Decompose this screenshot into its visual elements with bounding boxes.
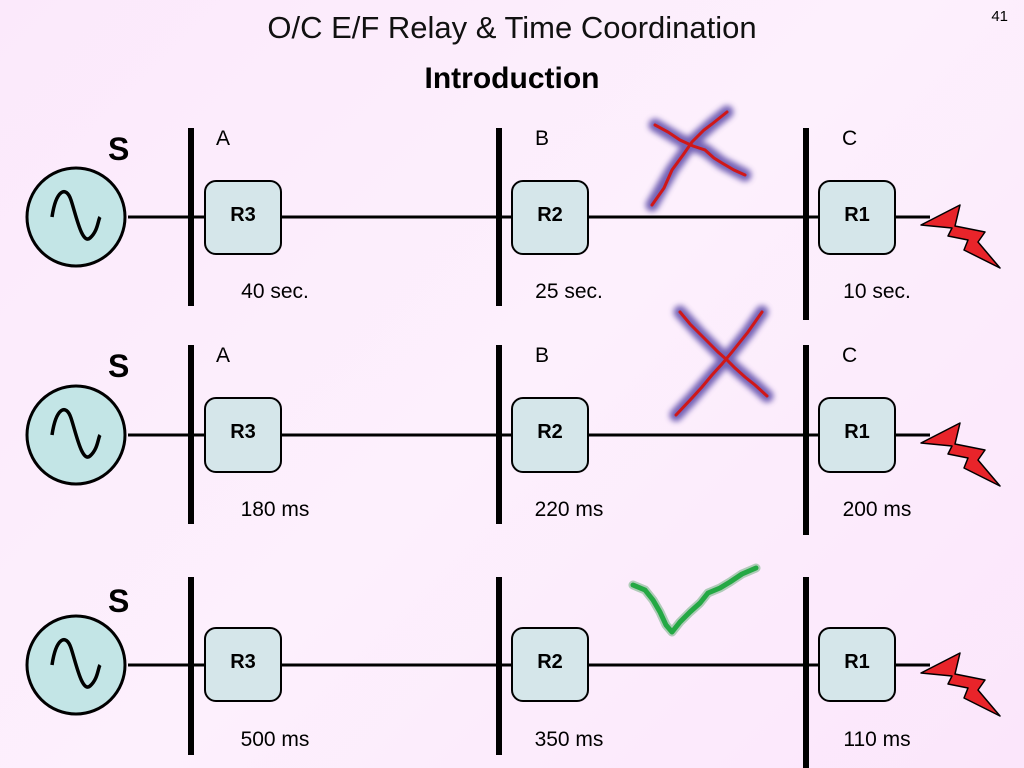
cross-mark-icon <box>645 105 752 212</box>
slide-title: O/C E/F Relay & Time Coordination <box>267 10 757 45</box>
relay-label-r2: R2 <box>537 421 563 443</box>
scenario-1: S A B C R3 R2 R1 40 sec. 25 sec. 10 sec. <box>25 105 1001 320</box>
lightning-fault-icon <box>920 204 1001 269</box>
relay-box-r3 <box>204 627 282 702</box>
relay-box-r2 <box>511 627 589 702</box>
relay-box-r3 <box>204 180 282 255</box>
relay-time-r1: 10 sec. <box>843 280 911 303</box>
scenario-2: S A B C R3 R2 R1 180 ms 220 ms 200 ms <box>25 305 1001 535</box>
relay-time-r3: 500 ms <box>241 728 310 751</box>
relay-label-r1: R1 <box>844 421 870 443</box>
relay-box-r3 <box>204 397 282 473</box>
relay-label-r3: R3 <box>230 204 256 226</box>
relay-box-r1 <box>818 180 896 255</box>
relay-time-r2: 220 ms <box>535 498 604 521</box>
bus-label-a: A <box>216 344 230 367</box>
check-mark-icon <box>628 563 761 637</box>
bus-label-b: B <box>535 344 549 367</box>
relay-label-r2: R2 <box>537 204 563 226</box>
bus-label-a: A <box>216 127 230 150</box>
relay-time-r2: 350 ms <box>535 728 604 751</box>
sine-wave <box>50 407 102 459</box>
page-number: 41 <box>991 8 1008 25</box>
relay-time-r3: 40 sec. <box>241 280 309 303</box>
relay-label-r1: R1 <box>844 651 870 673</box>
relay-time-r2: 25 sec. <box>535 280 603 303</box>
relay-label-r3: R3 <box>230 421 256 443</box>
bus-label-c: C <box>842 344 857 367</box>
bus-label-b: B <box>535 127 549 150</box>
cross-mark-icon <box>669 305 774 422</box>
relay-time-r3: 180 ms <box>241 498 310 521</box>
relay-box-r2 <box>511 180 589 255</box>
source-label: S <box>108 348 129 384</box>
relay-label-r1: R1 <box>844 204 870 226</box>
relay-time-r1: 200 ms <box>843 498 912 521</box>
source-label: S <box>108 131 129 167</box>
relay-label-r2: R2 <box>537 651 563 673</box>
lightning-fault-icon <box>920 422 1001 487</box>
scenario-3: S R3 R2 R1 500 ms 350 ms 110 ms <box>25 563 1001 768</box>
lightning-fault-icon <box>920 652 1001 717</box>
sine-wave <box>50 189 102 241</box>
sine-wave <box>50 637 102 689</box>
slide-subtitle: Introduction <box>424 62 600 95</box>
relay-box-r1 <box>818 397 896 473</box>
relay-label-r3: R3 <box>230 651 256 673</box>
relay-box-r2 <box>511 397 589 473</box>
relay-time-r1: 110 ms <box>843 728 910 751</box>
source-label: S <box>108 583 129 619</box>
bus-label-c: C <box>842 127 857 150</box>
relay-box-r1 <box>818 627 896 702</box>
